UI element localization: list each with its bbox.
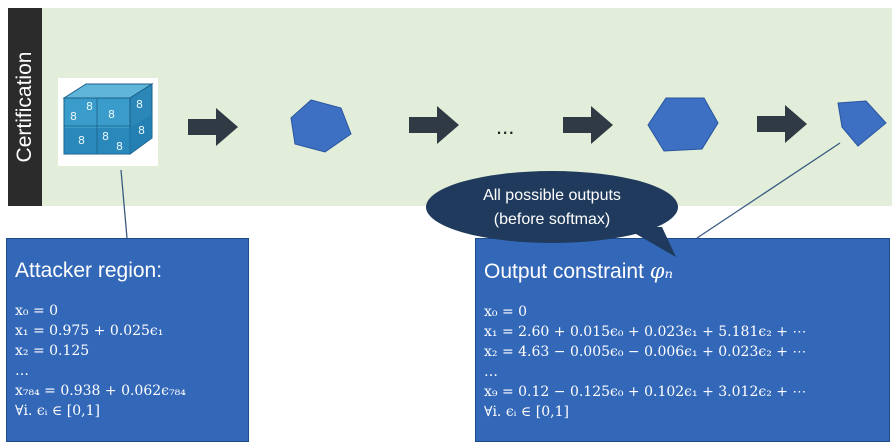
- certification-label-tab: Certification: [8, 8, 42, 206]
- attacker-region-box: Attacker region: x₀ = 0 x₁ = 0.975 + 0.0…: [6, 238, 249, 442]
- svg-text:8: 8: [78, 134, 85, 147]
- output-polygon-shape: [290, 99, 352, 153]
- svg-text:8: 8: [136, 98, 143, 111]
- svg-text:8: 8: [70, 110, 77, 123]
- arrow-right-icon: [563, 106, 613, 144]
- certification-label: Certification: [13, 51, 36, 163]
- arrow-right-icon: [757, 105, 807, 143]
- callout-bubble: [426, 171, 678, 257]
- output-equation-line: …: [484, 364, 498, 380]
- attacker-equation-line: …: [15, 363, 29, 379]
- arrow-right-icon: [409, 106, 459, 144]
- arrow-right-icon: [188, 108, 238, 146]
- input-region-cube-image: 8 8 8 8 8 8 8 8: [58, 78, 158, 166]
- callout-line-2: (before softmax): [493, 211, 611, 228]
- output-equation-line: x₉ = 0.12 − 0.125ϵ₀ + 0.102ϵ₁ + 3.012ϵ₂ …: [484, 384, 807, 400]
- attacker-equation-line: x₁ = 0.975 + 0.025ϵ₁: [15, 323, 164, 339]
- attacker-region-title: Attacker region:: [15, 259, 163, 282]
- callout-text: All possible outputs (before softmax): [426, 184, 678, 232]
- svg-text:8: 8: [116, 140, 123, 153]
- svg-text:8: 8: [108, 108, 115, 121]
- output-polygon-shape: [837, 100, 887, 147]
- attacker-equation-line: ∀i. ϵᵢ ∈ [0,1]: [15, 403, 100, 419]
- ellipsis-text: ...: [496, 114, 515, 139]
- callout-line-1: All possible outputs: [483, 187, 621, 204]
- output-equation-line: x₂ = 4.63 − 0.005ϵ₀ − 0.006ϵ₁ + 0.023ϵ₂ …: [484, 344, 807, 360]
- output-polygon-shape: [647, 97, 719, 152]
- phi-n-symbol: φₙ: [649, 259, 673, 283]
- svg-text:8: 8: [138, 124, 145, 137]
- svg-text:8: 8: [86, 100, 93, 113]
- output-constraint-box: Output constraint φₙ x₀ = 0 x₁ = 2.60 + …: [475, 238, 890, 442]
- attacker-equation-line: x₂ = 0.125: [15, 343, 90, 359]
- svg-text:8: 8: [102, 130, 109, 143]
- output-equation-line: x₁ = 2.60 + 0.015ϵ₀ + 0.023ϵ₁ + 5.181ϵ₂ …: [484, 324, 807, 340]
- output-equation-line: ∀i. ϵᵢ ∈ [0,1]: [484, 404, 569, 420]
- attacker-equation-line: x₇₈₄ = 0.938 + 0.062ϵ₇₈₄: [15, 383, 186, 399]
- output-constraint-title: Output constraint φₙ: [484, 257, 889, 286]
- attacker-equation-line: x₀ = 0: [15, 303, 59, 319]
- output-constraint-title-text: Output constraint: [484, 260, 650, 283]
- output-equation-line: x₀ = 0: [484, 304, 528, 320]
